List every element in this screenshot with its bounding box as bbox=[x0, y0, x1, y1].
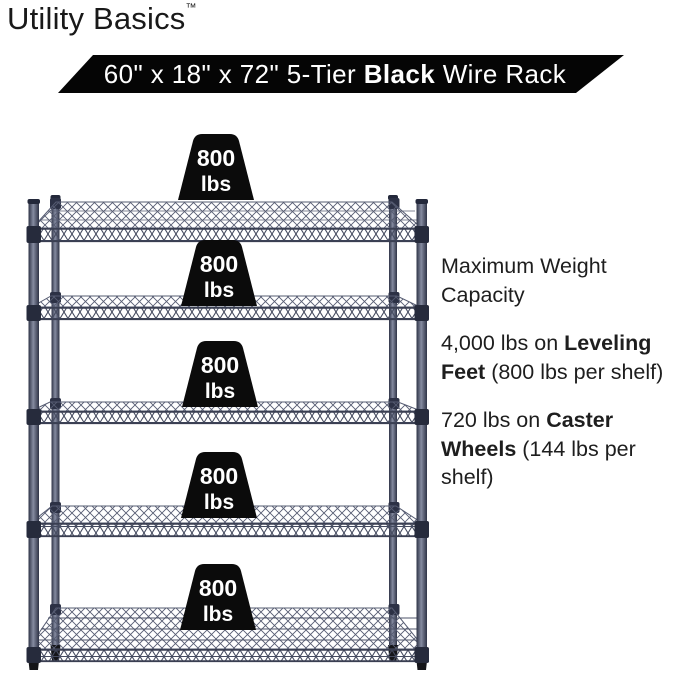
weight-unit: lbs bbox=[204, 491, 234, 514]
post-collar bbox=[414, 305, 429, 321]
info-item-suffix: (144 lbs per shelf) bbox=[441, 436, 636, 490]
rack-post bbox=[416, 201, 427, 653]
weight-marker: 800 lbs bbox=[180, 564, 256, 630]
rack-post bbox=[28, 201, 39, 653]
brand-name: Utility Basics bbox=[7, 1, 186, 36]
banner-text-bold: Black bbox=[363, 58, 436, 89]
weight-marker: 800 lbs bbox=[182, 341, 258, 407]
post-cap bbox=[415, 199, 428, 204]
rack-shelf-front bbox=[30, 306, 426, 321]
info-item-bold: Leveling Feet bbox=[441, 331, 652, 384]
weight-value: 800 bbox=[197, 145, 235, 171]
post-collar bbox=[414, 521, 429, 538]
weight-unit: lbs bbox=[203, 603, 233, 626]
banner-text-suffix: Wire Rack bbox=[435, 58, 567, 89]
info-item-bold: Caster Wheels bbox=[441, 408, 614, 461]
post-collar bbox=[26, 647, 41, 663]
post-collar bbox=[26, 521, 41, 538]
post-collar bbox=[26, 226, 41, 243]
banner-text-prefix: 60" x 18" x 72" 5-Tier bbox=[103, 58, 364, 89]
weight-marker: 800 lbs bbox=[181, 452, 257, 518]
weight-value: 800 bbox=[200, 463, 238, 489]
weight-value: 800 bbox=[200, 251, 238, 277]
info-item-prefix: 4,000 lbs on bbox=[441, 331, 565, 355]
weight-markers: 800 lbs 800 lbs 800 lbs 800 lbs 800 lbs bbox=[178, 134, 258, 630]
rack-shelf-front bbox=[30, 227, 426, 243]
post-collar bbox=[414, 647, 429, 663]
info-item-leveling-feet: 4,000 lbs on Leveling Feet (800 lbs per … bbox=[441, 329, 679, 386]
post-cap bbox=[27, 199, 40, 204]
post-collar bbox=[414, 226, 429, 243]
rack-front-posts bbox=[26, 199, 429, 670]
post-collar bbox=[26, 409, 41, 425]
weight-unit: lbs bbox=[205, 380, 235, 403]
weight-value: 800 bbox=[201, 352, 239, 378]
weight-marker: 800 lbs bbox=[181, 240, 257, 306]
product-banner: 60" x 18" x 72" 5-Tier Black Wire Rack bbox=[58, 55, 624, 93]
trademark-symbol: ™ bbox=[185, 2, 197, 14]
rack-shelf-front bbox=[30, 410, 426, 425]
rack-shelf-front bbox=[30, 522, 426, 538]
post-collar bbox=[26, 305, 41, 321]
weight-marker: 800 lbs bbox=[178, 134, 254, 200]
rack-shelf-front bbox=[27, 648, 429, 663]
rack-shelf-surface bbox=[31, 201, 423, 229]
brand-logo: Utility Basics™ bbox=[7, 1, 197, 37]
post-collar bbox=[414, 409, 429, 425]
info-heading: Maximum Weight Capacity bbox=[441, 254, 607, 307]
weight-value: 800 bbox=[199, 575, 237, 601]
info-item-caster-wheels: 720 lbs on Caster Wheels (144 lbs per sh… bbox=[441, 406, 679, 492]
banner-text: 60" x 18" x 72" 5-Tier Black Wire Rack bbox=[104, 59, 566, 90]
info-panel: Maximum Weight Capacity 4,000 lbs on Lev… bbox=[441, 252, 679, 512]
weight-unit: lbs bbox=[201, 173, 231, 196]
rack-shelf-fronts bbox=[27, 227, 429, 663]
weight-unit: lbs bbox=[204, 279, 234, 302]
info-item-prefix: 720 lbs on bbox=[441, 408, 547, 432]
info-item-suffix: (800 lbs per shelf) bbox=[485, 359, 664, 384]
